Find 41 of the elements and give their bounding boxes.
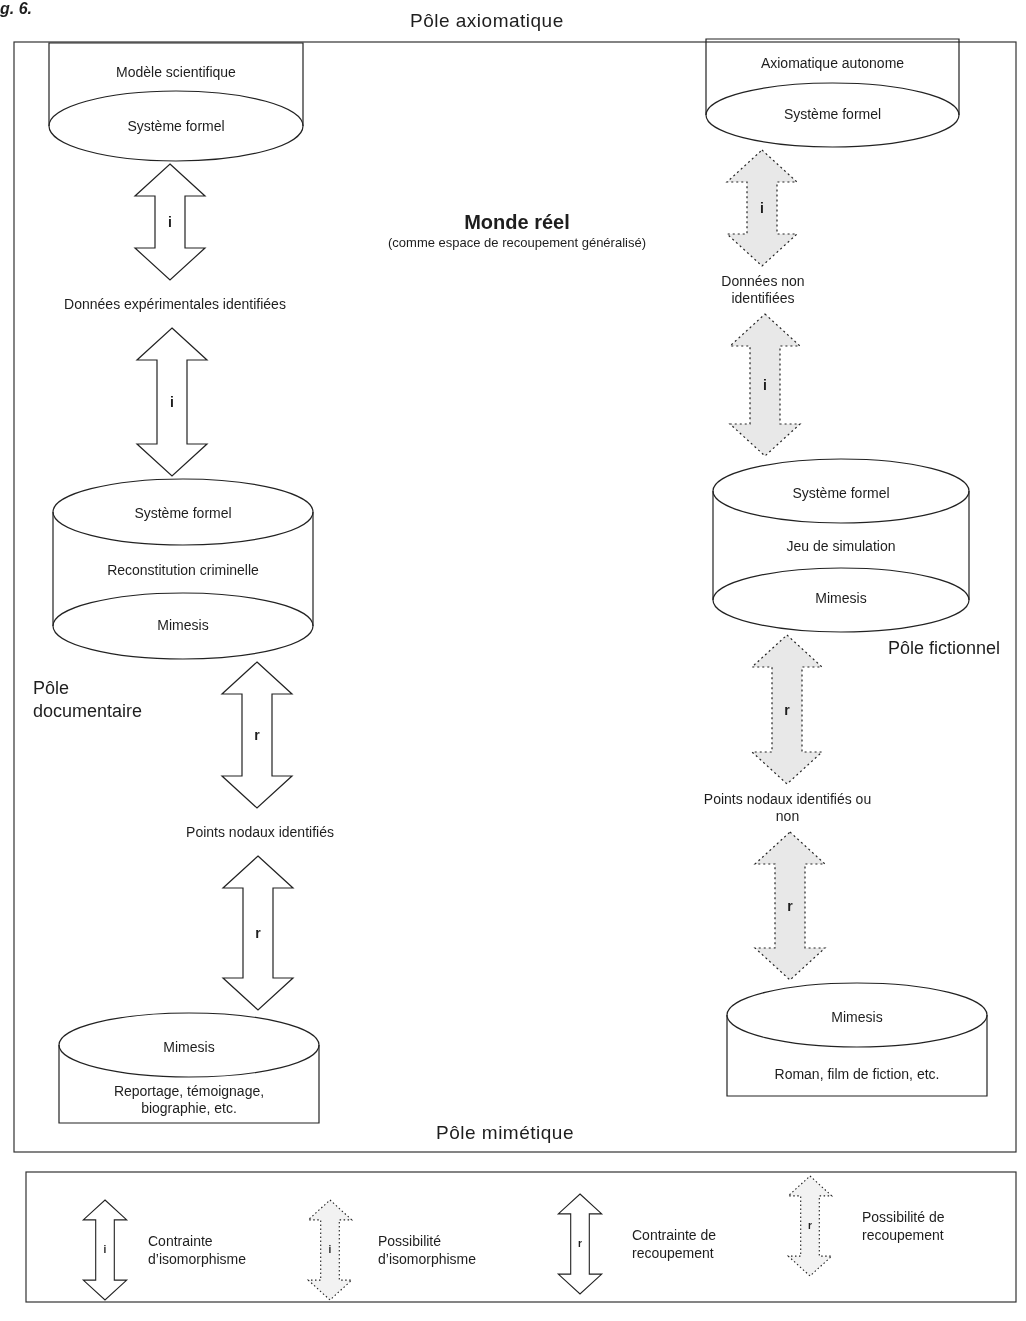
legend-text: Contrainte d’isomorphisme: [148, 1232, 248, 1268]
node-label: Données non identifiées: [688, 268, 838, 312]
legend-letter: i: [327, 1244, 333, 1256]
figure-number: g. 6.: [0, 0, 32, 17]
node-text: Système formel: [782, 105, 883, 123]
legend-letter: r: [807, 1220, 813, 1232]
pole-label: Pôle documentaire: [33, 677, 144, 723]
double-arrow: [725, 149, 799, 267]
node-label: Points nodaux identifiés: [180, 810, 340, 854]
node-label: Données expérimentales identifiées: [55, 282, 295, 326]
legend-text: Possibilité d’isomorphisme: [378, 1232, 478, 1268]
center-subtitle: (comme espace de recoupement généralisé): [387, 235, 647, 251]
double-arrow: [133, 163, 207, 281]
node-text: Mimesis: [156, 616, 210, 634]
node-text: Système formel: [126, 117, 226, 135]
pole-label: Pôle mimétique: [436, 1122, 574, 1144]
double-arrow: [135, 327, 209, 477]
legend-letter: i: [102, 1244, 108, 1256]
legend-letter: r: [577, 1238, 583, 1250]
node-text: Mimesis: [830, 1008, 884, 1026]
double-arrow: [728, 313, 802, 457]
node-text: Mimesis: [814, 589, 868, 607]
double-arrow: [750, 634, 824, 785]
node-label: Points nodaux identifiés ou non: [695, 786, 880, 830]
node-text: Système formel: [133, 504, 233, 522]
node-text: Jeu de simulation: [785, 537, 897, 555]
node-text: Reconstitution criminelle: [106, 561, 260, 579]
node-text: Modèle scientifique: [115, 63, 237, 81]
double-arrow: [753, 831, 827, 981]
double-arrow: [221, 855, 295, 1011]
pole-label: Pôle fictionnel: [886, 637, 1000, 660]
node-text: Axiomatique autonome: [759, 54, 906, 72]
node-text: Mimesis: [162, 1038, 216, 1056]
node-text: Roman, film de fiction, etc.: [773, 1065, 941, 1083]
double-arrow: [220, 661, 294, 809]
legend-text: Possibilité de recoupement: [862, 1208, 946, 1244]
legend-text: Contrainte de recoupement: [632, 1226, 718, 1262]
center-title: Monde réel: [463, 210, 571, 234]
node-text: Reportage, témoignage, biographie, etc.: [112, 1083, 266, 1117]
node-text: Système formel: [791, 484, 891, 502]
pole-label: Pôle axiomatique: [410, 10, 564, 32]
